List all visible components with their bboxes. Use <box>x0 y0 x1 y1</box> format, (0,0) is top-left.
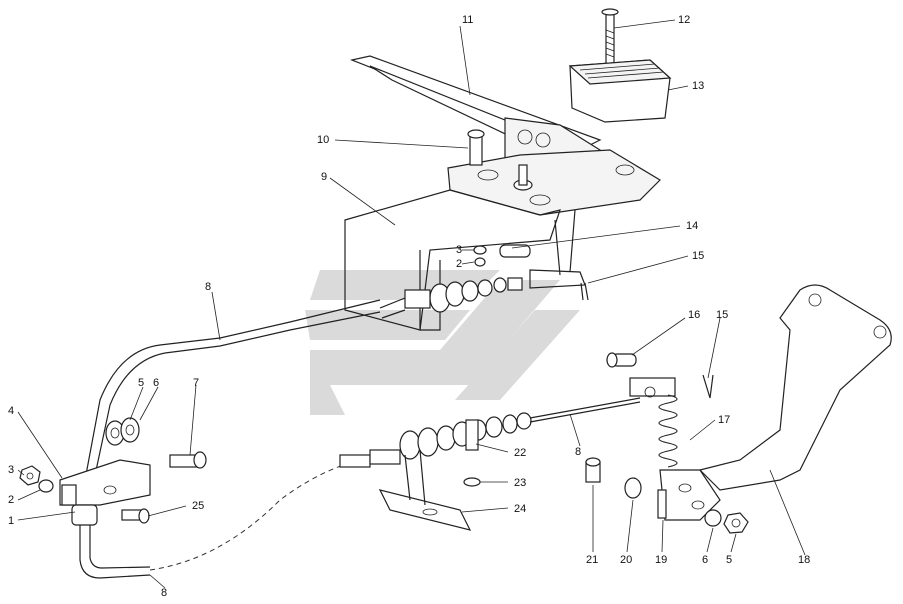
nut-3a <box>19 465 41 486</box>
label-18: 18 <box>798 554 810 566</box>
cable-8 <box>79 299 381 579</box>
bolt-25 <box>121 508 150 524</box>
label-7: 7 <box>193 377 199 389</box>
label-2b: 2 <box>456 258 462 270</box>
label-6b: 6 <box>702 554 708 566</box>
label-19: 19 <box>655 554 667 566</box>
pin-16 <box>606 352 637 368</box>
label-23: 23 <box>514 477 526 489</box>
left-bracket-4 <box>59 459 151 526</box>
label-9: 9 <box>321 171 327 183</box>
label-11: 11 <box>462 14 473 26</box>
bracket-18 <box>698 284 892 491</box>
link-assembly <box>473 209 589 301</box>
label-17: 17 <box>718 414 730 426</box>
screw-10 <box>467 129 485 166</box>
spring-17 <box>629 377 678 468</box>
bolt-12 <box>601 8 619 65</box>
lower-cable-boot <box>369 397 641 465</box>
washer-20 <box>624 477 642 499</box>
label-8b: 8 <box>575 446 581 458</box>
label-3a: 3 <box>8 464 14 476</box>
cotter-pin-15b <box>702 374 714 399</box>
label-3b: 3 <box>456 244 462 256</box>
washer-2a <box>38 479 54 493</box>
label-22: 22 <box>514 447 526 459</box>
label-8c: 8 <box>161 587 167 599</box>
label-5b: 5 <box>726 554 732 566</box>
label-12: 12 <box>678 14 690 26</box>
label-21: 21 <box>586 554 598 566</box>
bolt-21 <box>585 457 601 483</box>
bracket-24 <box>378 449 472 531</box>
label-15b: 15 <box>716 309 728 321</box>
leader-lines <box>17 19 806 589</box>
callout-labels: 11 12 13 10 9 14 3 2 15 8 16 15 5 6 7 4 … <box>8 14 810 599</box>
washer-23 <box>463 477 481 487</box>
upper-cable-boot <box>379 277 523 319</box>
washers-5-6 <box>105 417 140 446</box>
bolt-7 <box>169 451 207 469</box>
label-10: 10 <box>317 134 329 146</box>
pedal-bracket-plate <box>344 149 661 331</box>
label-20: 20 <box>620 554 632 566</box>
label-15a: 15 <box>692 250 704 262</box>
label-4: 4 <box>8 405 14 417</box>
label-25: 25 <box>192 500 204 512</box>
nut-5b <box>723 512 749 534</box>
pedal-pad <box>568 59 672 123</box>
label-1: 1 <box>8 515 14 527</box>
label-2a: 2 <box>8 494 14 506</box>
label-8a: 8 <box>205 281 211 293</box>
watermark-logo <box>305 270 580 415</box>
label-16: 16 <box>688 309 700 321</box>
label-24: 24 <box>514 503 526 515</box>
label-6a: 6 <box>153 377 159 389</box>
label-5a: 5 <box>138 377 144 389</box>
label-14: 14 <box>686 220 698 232</box>
washer-6b <box>704 509 722 527</box>
label-13: 13 <box>692 80 704 92</box>
